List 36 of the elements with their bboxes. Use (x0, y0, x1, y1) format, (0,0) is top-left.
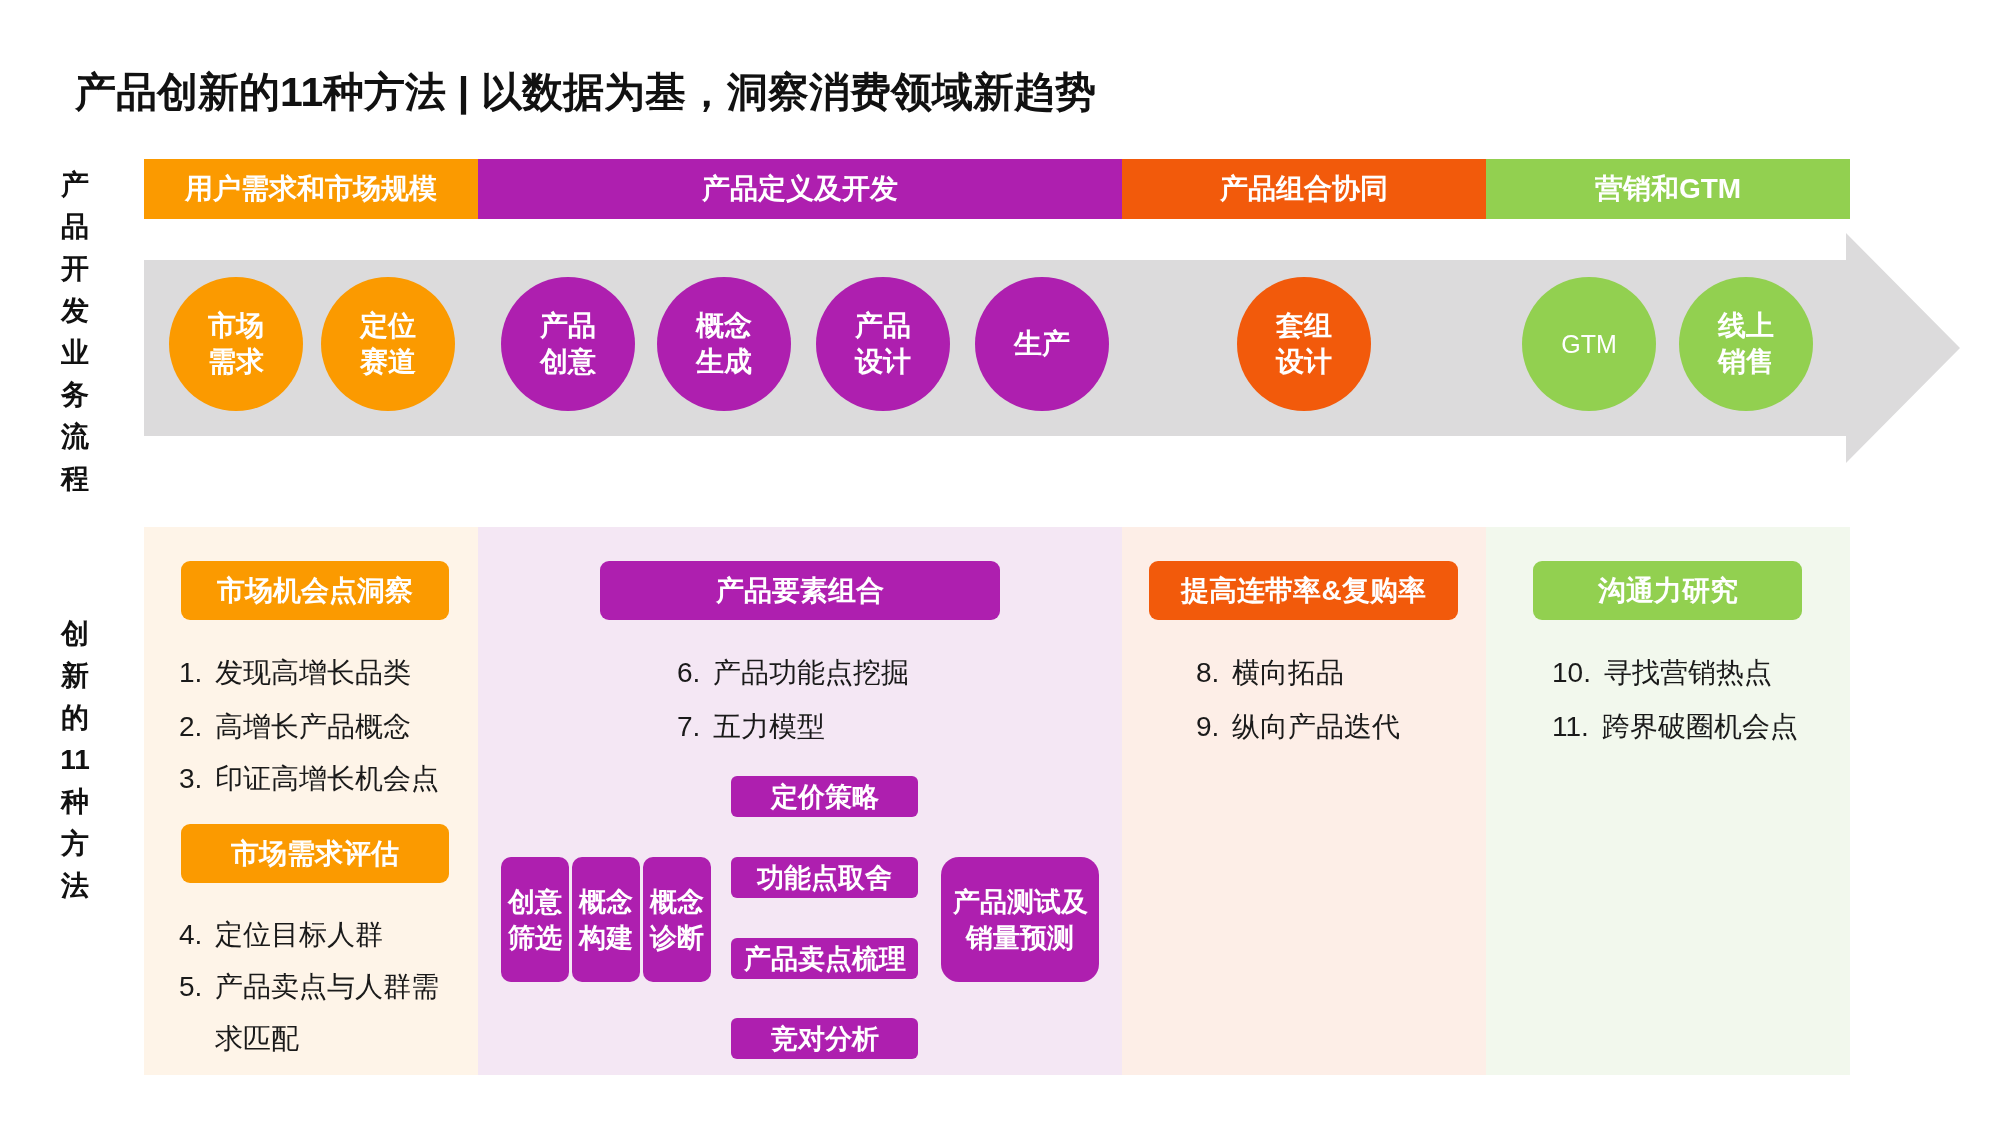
list-item: 6. 产品功能点挖掘 (677, 656, 911, 690)
title: 产品创新的11种方法 | 以数据为基，洞察消费领域新趋势 (75, 68, 1096, 117)
phase-bar: 产品组合协同 (1122, 159, 1486, 219)
phase-bar: 营销和GTM (1486, 159, 1850, 219)
method-tag: 概念诊断 (643, 857, 711, 982)
section-heading: 沟通力研究 (1533, 561, 1802, 620)
list-item: 2. 高增长产品概念 (179, 710, 413, 744)
method-tag: 产品卖点梳理 (731, 938, 918, 979)
panel (1486, 527, 1850, 1075)
vertical-label: 创新的11种方法 (59, 617, 91, 903)
list-item: 11. 跨界破圈机会点 (1552, 710, 1799, 744)
section-heading: 市场机会点洞察 (181, 561, 449, 620)
list-item: 10. 寻找营销热点 (1552, 656, 1773, 690)
list-item: 3. 印证高增长机会点 (179, 762, 441, 796)
section-heading: 产品要素组合 (600, 561, 1000, 620)
method-tag: 创意筛选 (501, 857, 569, 982)
phase-bar: 产品定义及开发 (478, 159, 1122, 219)
list-item: 5. 产品卖点与人群需求匹配 (179, 970, 441, 1056)
panel (478, 527, 1122, 1075)
panel (144, 527, 478, 1075)
method-tag: 功能点取舍 (731, 857, 918, 898)
panel (1122, 527, 1486, 1075)
method-tag: 定价策略 (731, 776, 918, 817)
list-item: 8. 横向拓品 (1196, 656, 1346, 690)
list-item: 1. 发现高增长品类 (179, 656, 413, 690)
method-tag: 概念构建 (572, 857, 640, 982)
section-heading: 市场需求评估 (181, 824, 449, 883)
method-tag: 产品测试及销量预测 (941, 857, 1099, 982)
section-heading: 提高连带率&复购率 (1149, 561, 1458, 620)
process-arrow (144, 233, 1960, 463)
list-item: 7. 五力模型 (677, 710, 827, 744)
list-item: 4. 定位目标人群 (179, 918, 385, 952)
vertical-label: 产品开发业务流程 (59, 168, 90, 496)
list-item: 9. 纵向产品迭代 (1196, 710, 1402, 744)
method-tag: 竞对分析 (731, 1018, 918, 1059)
phase-bar: 用户需求和市场规模 (144, 159, 478, 219)
